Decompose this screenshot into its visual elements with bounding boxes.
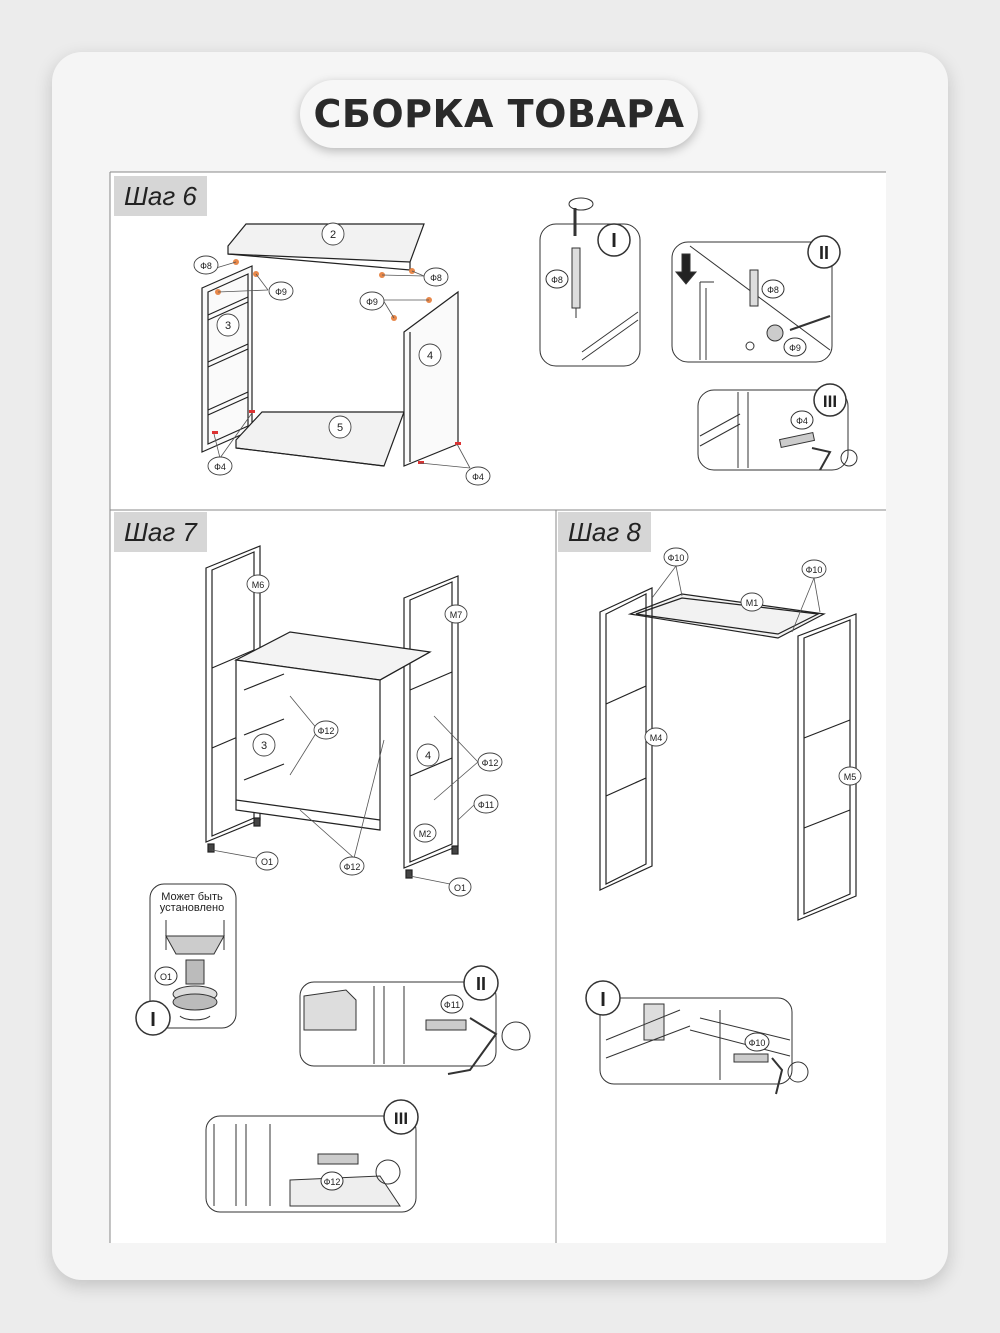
step-6-part-labels [193, 222, 491, 486]
label-f11: Ф11 [444, 1000, 460, 1010]
label-o1: O1 [454, 883, 466, 893]
step-7-detail-ii [299, 965, 531, 1075]
callout-2 [321, 222, 345, 246]
callout-5 [328, 415, 352, 439]
label-f10: Ф10 [749, 1038, 766, 1048]
label-4: 4 [427, 350, 433, 362]
callout-3 [216, 313, 240, 337]
label-m2: M2 [419, 829, 432, 839]
label-o1: O1 [261, 857, 273, 867]
detail-i-label: I [611, 230, 617, 252]
label-f4: Ф4 [214, 462, 226, 472]
detail-badge-i [597, 223, 631, 257]
detail-iii-label: III [394, 1109, 408, 1128]
label-m5: M5 [844, 772, 857, 782]
detail-badge-ii [463, 965, 499, 1001]
label-m1: M1 [746, 598, 759, 608]
step-8-label: Шаг 8 [558, 512, 651, 552]
label-o1: O1 [160, 972, 172, 982]
detail-badge-iii [383, 1099, 419, 1135]
label-f4: Ф4 [472, 472, 484, 482]
label-4: 4 [425, 750, 431, 762]
note-line-1: Может быть [161, 891, 223, 903]
label-m7: M7 [450, 610, 463, 620]
label-f9: Ф9 [275, 287, 287, 297]
step-6-detail-iii [697, 383, 858, 471]
label-f12: Ф12 [324, 1177, 341, 1187]
step-7-part-labels [246, 574, 503, 897]
step-8-frame-drawing [599, 565, 857, 921]
label-f12: Ф12 [318, 726, 335, 736]
sheet-dividers [109, 171, 886, 1243]
step-7-detail-i [135, 883, 237, 1036]
detail-badge-ii [807, 235, 841, 269]
label-f4: Ф4 [796, 416, 808, 426]
label-5: 5 [337, 422, 343, 434]
label-m4: M4 [650, 733, 663, 743]
step-6-cabinet-drawing [201, 223, 471, 469]
note-line-2: установлено [160, 902, 224, 914]
label-f8: Ф8 [430, 273, 442, 283]
detail-badge-i [585, 980, 621, 1016]
label-f8: Ф8 [200, 261, 212, 271]
detail-i-label: I [600, 989, 606, 1011]
label-f8: Ф8 [551, 275, 563, 285]
step-7-detail-iii [205, 1099, 419, 1213]
detail-badge-iii [813, 383, 847, 417]
detail-ii-label: II [819, 243, 829, 263]
label-f10: Ф10 [806, 565, 823, 575]
label-f12: Ф12 [344, 862, 361, 872]
step-8-part-labels [644, 547, 862, 786]
detail-iii-label: III [823, 392, 837, 411]
step-8-detail-i [585, 980, 809, 1095]
label-f8: Ф8 [767, 285, 779, 295]
detail-ii-label: II [476, 974, 486, 994]
step-6-label: Шаг 6 [114, 176, 207, 216]
label-f9: Ф9 [366, 297, 378, 307]
step-7-frame-drawing [205, 545, 479, 885]
label-3: 3 [261, 740, 267, 752]
label-m6: M6 [252, 580, 265, 590]
callout-4 [418, 343, 442, 367]
detail-badge-i [135, 1000, 171, 1036]
page-title: СБОРКА ТОВАРА [300, 80, 698, 148]
step-6-detail-i [539, 197, 641, 367]
label-f9: Ф9 [789, 343, 801, 353]
step-7-label: Шаг 7 [114, 512, 207, 552]
label-f12: Ф12 [482, 758, 499, 768]
label-2: 2 [330, 229, 336, 241]
label-f11: Ф11 [478, 800, 494, 810]
step-6-detail-ii [671, 235, 841, 363]
detail-i-label: I [150, 1009, 156, 1031]
label-f10: Ф10 [668, 553, 685, 563]
label-3: 3 [225, 320, 231, 332]
